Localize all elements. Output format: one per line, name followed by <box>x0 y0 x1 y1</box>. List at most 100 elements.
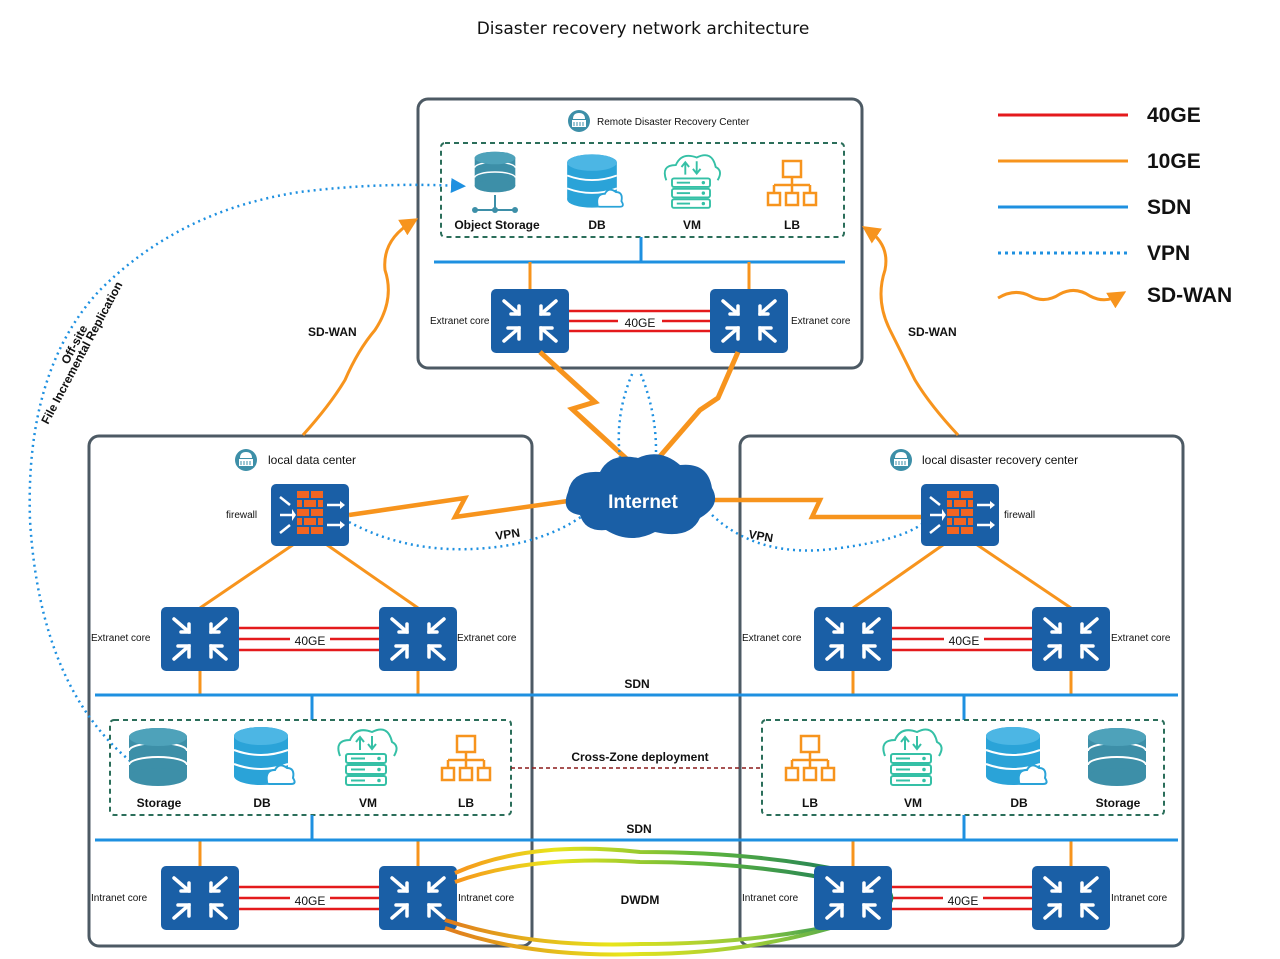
datacenter-icon <box>889 448 913 472</box>
resource-label: LB <box>784 218 800 232</box>
switch-icon <box>159 864 241 932</box>
firewall-device <box>269 482 351 548</box>
switch-icon <box>1030 864 1112 932</box>
extranet-core-switch <box>1030 605 1112 673</box>
switch-icon <box>812 605 894 673</box>
remote-center-name: Remote Disaster Recovery Center <box>597 117 750 128</box>
resource-label: LB <box>802 796 818 810</box>
link-label: 40GE <box>949 634 980 648</box>
db-node <box>985 726 1048 786</box>
switch-icon <box>708 287 790 355</box>
resource-label: VM <box>683 218 701 232</box>
sdwan-label: SD-WAN <box>908 325 957 339</box>
wan-links <box>28 178 960 766</box>
switch-label: Intranet core <box>742 893 799 904</box>
link-label: 40GE <box>295 894 326 908</box>
local-dc-topology: firewall 40GE Extranet core Extranet cor… <box>91 482 517 932</box>
switch-label: Extranet core <box>742 633 802 644</box>
local-dr-topology: firewall 40GE Extranet core Extranet cor… <box>742 482 1171 911</box>
internet-cloud: Internet <box>565 454 716 539</box>
db-icon <box>985 726 1048 786</box>
intranet-core-switch <box>159 864 241 932</box>
link-label: 40GE <box>948 894 979 908</box>
local-dr-center: local disaster recovery center <box>738 434 1185 948</box>
switch-icon <box>159 605 241 673</box>
db-node: DB <box>566 153 624 232</box>
storage-icon <box>1087 727 1147 787</box>
resource-label: LB <box>458 796 474 810</box>
vpn-label: VPN <box>747 527 774 545</box>
vm-node: VM <box>663 154 721 232</box>
local-dr-name: local disaster recovery center <box>922 453 1078 467</box>
diagram-title: Disaster recovery network architecture <box>477 19 810 39</box>
lb-node <box>784 734 836 782</box>
sdwan-label: SD-WAN <box>308 325 357 339</box>
extranet-core-switch <box>489 287 571 355</box>
sdn-label: SDN <box>626 822 651 836</box>
switch-icon <box>812 864 894 932</box>
storage-node <box>128 727 188 787</box>
firewall-device <box>919 482 1001 548</box>
legend-label: SDN <box>1147 196 1191 219</box>
extranet-core-switch <box>159 605 241 673</box>
vm-node <box>337 728 398 786</box>
lb-node <box>440 734 492 782</box>
legend-label: SD-WAN <box>1147 284 1232 307</box>
db-icon <box>233 726 296 786</box>
switch-label: Intranet core <box>91 893 148 904</box>
legend-label: 10GE <box>1147 150 1201 173</box>
switch-label: Intranet core <box>458 893 515 904</box>
link-label: 40GE <box>625 316 656 330</box>
resource-label: DB <box>588 218 606 232</box>
local-dc-name: local data center <box>268 453 356 467</box>
resource-label: VM <box>904 796 922 810</box>
cross-zone-label: Cross-Zone deployment <box>571 750 708 764</box>
db-icon <box>566 153 624 209</box>
intranet-core-switch <box>812 864 894 932</box>
legend-label: VPN <box>1147 242 1190 265</box>
switch-icon <box>377 605 459 673</box>
vm-icon <box>337 728 398 786</box>
internet-label: Internet <box>608 492 678 513</box>
switch-icon <box>1030 605 1112 673</box>
extranet-core-switch <box>377 605 459 673</box>
resource-label: DB <box>1010 796 1028 810</box>
lb-icon <box>440 734 492 782</box>
object-storage-node: Object Storage <box>454 150 540 232</box>
storage-node <box>1087 727 1147 787</box>
storage-icon <box>128 727 188 787</box>
legend: 40GE 10GE SDN VPN SD-WAN <box>997 104 1232 309</box>
resource-label: Storage <box>137 796 182 810</box>
lb-icon <box>784 734 836 782</box>
offsite-label: File Incremental Replication <box>38 279 125 426</box>
switch-icon <box>489 287 571 355</box>
extranet-core-switch <box>812 605 894 673</box>
firewall-label: firewall <box>1004 510 1035 521</box>
legend-label: 40GE <box>1147 104 1201 127</box>
resource-label: DB <box>253 796 271 810</box>
resource-label: Object Storage <box>454 218 540 232</box>
switch-label: Extranet core <box>791 316 851 327</box>
resource-label: VM <box>359 796 377 810</box>
vm-node <box>882 728 943 786</box>
intranet-core-switch <box>1030 864 1112 932</box>
firewall-icon <box>919 482 1001 548</box>
extranet-core-switch <box>708 287 790 355</box>
local-data-center: local data center <box>87 434 534 948</box>
lb-node: LB <box>766 159 818 232</box>
switch-label: Extranet core <box>1111 633 1171 644</box>
firewall-label: firewall <box>226 510 257 521</box>
db-node <box>233 726 296 786</box>
switch-label: Intranet core <box>1111 893 1168 904</box>
resource-label: Storage <box>1096 796 1141 810</box>
switch-label: Extranet core <box>457 633 517 644</box>
firewall-icon <box>269 482 351 548</box>
vpn-label: VPN <box>494 526 520 543</box>
sdn-label: SDN <box>624 677 649 691</box>
remote-dr-center: Remote Disaster Recovery Center Object S… <box>416 97 864 370</box>
dwdm-label: DWDM <box>621 893 660 907</box>
datacenter-icon <box>234 448 258 472</box>
link-label: 40GE <box>295 634 326 648</box>
datacenter-icon <box>567 109 591 133</box>
switch-label: Extranet core <box>430 316 490 327</box>
